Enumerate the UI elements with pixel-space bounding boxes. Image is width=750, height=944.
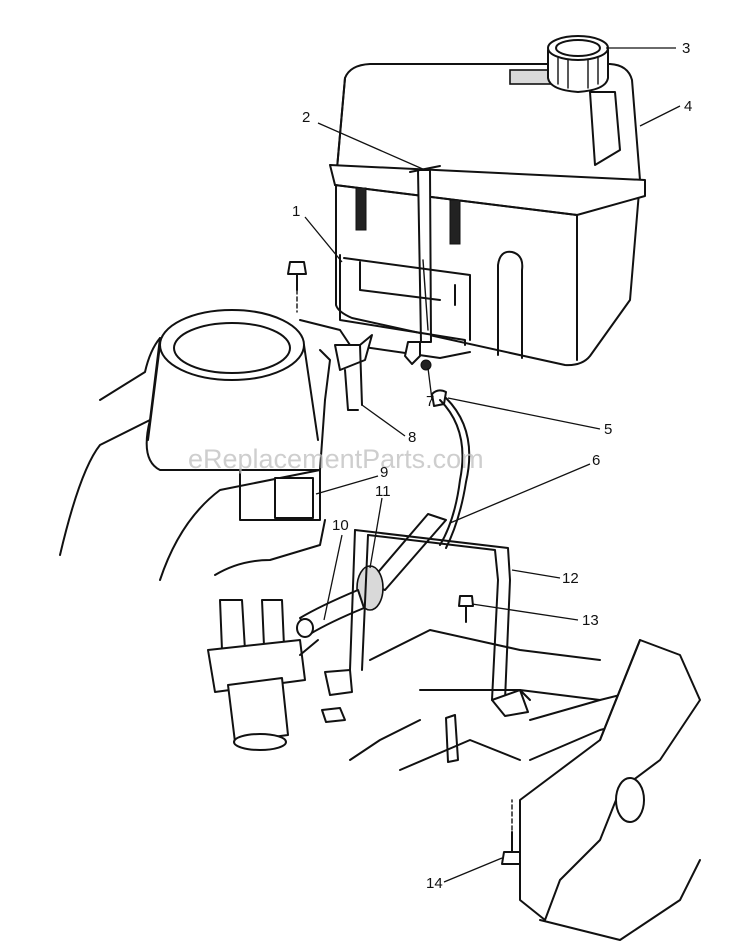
callout-labels: 1 2 3 4 5 6 7 8 9 10 11 12 13 14	[292, 40, 692, 892]
small-plate	[321, 707, 346, 723]
callout-8: 8	[408, 429, 416, 446]
callout-1: 1	[292, 203, 300, 220]
callout-12: 12	[562, 570, 579, 587]
watermark-text: eReplacementParts.com	[188, 444, 484, 474]
callout-5: 5	[604, 421, 612, 438]
callout-14: 14	[426, 875, 443, 892]
mount-bracket	[324, 529, 531, 717]
mower-frame	[349, 629, 701, 941]
callout-11: 11	[375, 483, 391, 500]
mounting-bolt-13	[458, 595, 474, 623]
fuel-line	[367, 397, 471, 591]
callout-9: 9	[380, 464, 388, 481]
fuel-cap	[547, 35, 609, 93]
carburetor	[207, 599, 319, 751]
air-intake-cylinder	[147, 309, 319, 441]
tank-bracket	[299, 254, 471, 411]
callout-7: 7	[426, 393, 434, 410]
callout-6: 6	[592, 452, 600, 469]
leader-lines	[304, 47, 681, 883]
callout-3: 3	[682, 40, 690, 57]
callout-13: 13	[582, 612, 599, 629]
callout-4: 4	[684, 98, 692, 115]
fuel-filter	[296, 565, 384, 638]
tank-outlet-fitting	[404, 341, 447, 407]
callout-10: 10	[332, 517, 349, 534]
fuel-tank	[329, 63, 646, 367]
callout-2: 2	[302, 109, 310, 126]
mounting-bolt-upper	[287, 261, 307, 313]
engine-lower-body	[214, 469, 326, 576]
